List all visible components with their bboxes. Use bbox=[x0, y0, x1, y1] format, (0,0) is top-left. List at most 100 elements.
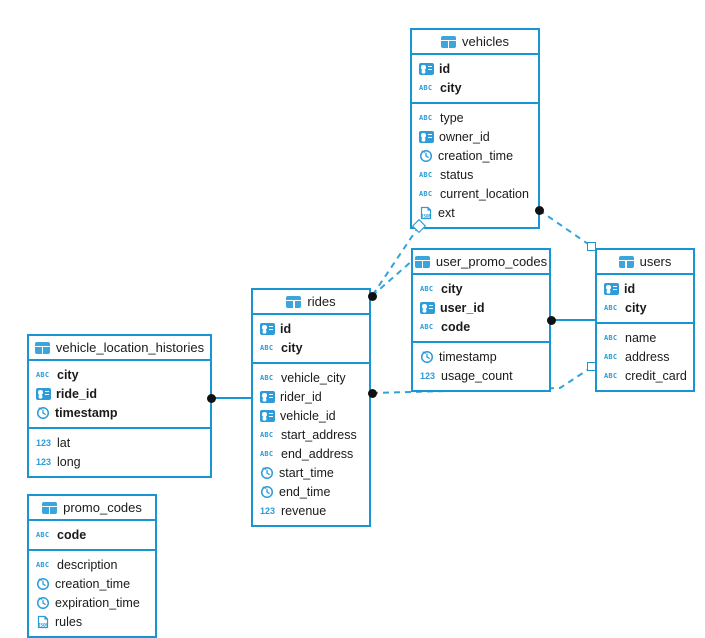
column-row[interactable]: creation_time bbox=[29, 574, 155, 593]
edge-endpoint-dot-rides-top bbox=[368, 292, 377, 301]
clock-icon bbox=[36, 596, 50, 610]
column-row[interactable]: creation_time bbox=[412, 146, 538, 165]
table-rides[interactable]: rides id ABC city ABC vehicle_city rider… bbox=[251, 288, 371, 527]
column-row[interactable]: 123 usage_count bbox=[413, 366, 549, 385]
edge-endpoint-dot-upc bbox=[547, 316, 556, 325]
column-row[interactable]: ABC city bbox=[253, 338, 369, 357]
column-label: name bbox=[625, 330, 657, 345]
column-row[interactable]: ABC code bbox=[29, 525, 155, 544]
column-label: long bbox=[57, 454, 81, 469]
column-label: vehicle_id bbox=[280, 408, 336, 423]
id-icon bbox=[260, 409, 275, 422]
column-row[interactable]: ride_id bbox=[29, 384, 210, 403]
columns-section: ABC vehicle_city rider_id vehicle_id ABC… bbox=[253, 364, 369, 525]
column-row[interactable]: 123 revenue bbox=[253, 501, 369, 520]
svg-text:JSON: JSON bbox=[38, 622, 49, 627]
column-label: creation_time bbox=[55, 576, 131, 591]
clock-icon bbox=[420, 350, 434, 364]
column-label: owner_id bbox=[439, 129, 490, 144]
edge-rides-upc bbox=[371, 259, 414, 297]
table-title: user_promo_codes bbox=[435, 254, 548, 269]
table-user-promo-codes[interactable]: user_promo_codes ABC city user_id ABC co… bbox=[411, 248, 551, 392]
abc-icon: ABC bbox=[420, 284, 434, 293]
column-row[interactable]: ABC current_location bbox=[412, 184, 538, 203]
column-label: ride_id bbox=[56, 386, 97, 401]
primary-key-section: ABC city user_id ABC code bbox=[413, 275, 549, 343]
column-row[interactable]: ABC status bbox=[412, 165, 538, 184]
primary-key-section: ABC city ride_id timestamp bbox=[29, 361, 210, 429]
columns-section: timestamp 123 usage_count bbox=[413, 343, 549, 390]
table-vehicle-location-histories[interactable]: vehicle_location_histories ABC city ride… bbox=[27, 334, 212, 478]
column-row[interactable]: timestamp bbox=[413, 347, 549, 366]
column-label: address bbox=[625, 349, 670, 364]
edge-endpoint-dot-rides-bottom bbox=[368, 389, 377, 398]
column-row[interactable]: ABC type bbox=[412, 108, 538, 127]
column-row[interactable]: ABC city bbox=[412, 78, 538, 97]
column-label: expiration_time bbox=[55, 595, 140, 610]
id-icon bbox=[419, 130, 434, 143]
column-label: description bbox=[57, 557, 118, 572]
column-row[interactable]: ABC credit_card bbox=[597, 366, 693, 385]
column-row[interactable]: ABC city bbox=[413, 279, 549, 298]
column-row[interactable]: ABC city bbox=[597, 298, 693, 317]
column-row[interactable]: ABC address bbox=[597, 347, 693, 366]
column-row[interactable]: ABC code bbox=[413, 317, 549, 336]
table-header-promo-codes: promo_codes bbox=[29, 496, 155, 521]
column-row[interactable]: expiration_time bbox=[29, 593, 155, 612]
abc-icon: ABC bbox=[260, 449, 274, 458]
column-label: city bbox=[440, 80, 462, 95]
table-header-rides: rides bbox=[253, 290, 369, 315]
column-row[interactable]: start_time bbox=[253, 463, 369, 482]
edge-vehicles-users bbox=[538, 209, 592, 247]
column-label: type bbox=[440, 110, 464, 125]
column-row[interactable]: end_time bbox=[253, 482, 369, 501]
table-vehicles[interactable]: vehicles id ABC city ABC type owner_id bbox=[410, 28, 540, 229]
abc-icon: ABC bbox=[36, 370, 50, 379]
column-row[interactable]: ABC vehicle_city bbox=[253, 368, 369, 387]
table-users[interactable]: users id ABC city ABC name ABC address A… bbox=[595, 248, 695, 392]
abc-icon: ABC bbox=[36, 560, 50, 569]
columns-section: ABC description creation_time expiration… bbox=[29, 551, 155, 636]
abc-icon: ABC bbox=[419, 189, 433, 198]
edge-endpoint-dot-vehicles bbox=[535, 206, 544, 215]
columns-section: ABC name ABC address ABC credit_card bbox=[597, 324, 693, 390]
number-icon: 123 bbox=[260, 505, 276, 516]
column-label: city bbox=[625, 300, 647, 315]
column-row[interactable]: id bbox=[412, 59, 538, 78]
column-row[interactable]: ABC start_address bbox=[253, 425, 369, 444]
column-row[interactable]: timestamp bbox=[29, 403, 210, 422]
column-row[interactable]: vehicle_id bbox=[253, 406, 369, 425]
column-row[interactable]: id bbox=[597, 279, 693, 298]
number-icon: 123 bbox=[420, 370, 436, 381]
table-title: vehicles bbox=[462, 34, 509, 49]
abc-icon: ABC bbox=[604, 371, 618, 380]
table-header-user-promo-codes: user_promo_codes bbox=[413, 250, 549, 275]
column-row[interactable]: JSON rules bbox=[29, 612, 155, 631]
table-header-vehicles: vehicles bbox=[412, 30, 538, 55]
column-row[interactable]: rider_id bbox=[253, 387, 369, 406]
id-icon bbox=[260, 390, 275, 403]
column-label: end_address bbox=[281, 446, 354, 461]
column-row[interactable]: 123 lat bbox=[29, 433, 210, 452]
column-row[interactable]: ABC description bbox=[29, 555, 155, 574]
column-row[interactable]: id bbox=[253, 319, 369, 338]
abc-icon: ABC bbox=[419, 170, 433, 179]
table-title: users bbox=[639, 254, 672, 269]
column-row[interactable]: 123 long bbox=[29, 452, 210, 471]
column-row[interactable]: owner_id bbox=[412, 127, 538, 146]
edge-endpoint-square-users-top bbox=[587, 242, 596, 251]
abc-icon: ABC bbox=[419, 83, 433, 92]
table-promo-codes[interactable]: promo_codes ABC code ABC description cre… bbox=[27, 494, 157, 638]
column-label: start_time bbox=[279, 465, 334, 480]
column-label: credit_card bbox=[625, 368, 687, 383]
table-header-users: users bbox=[597, 250, 693, 275]
column-row[interactable]: user_id bbox=[413, 298, 549, 317]
clock-icon bbox=[36, 577, 50, 591]
column-row[interactable]: ABC name bbox=[597, 328, 693, 347]
column-label: id bbox=[624, 281, 636, 296]
column-row[interactable]: ABC city bbox=[29, 365, 210, 384]
column-row[interactable]: ABC end_address bbox=[253, 444, 369, 463]
column-label: id bbox=[280, 321, 292, 336]
column-row[interactable]: JSON ext bbox=[412, 203, 538, 222]
